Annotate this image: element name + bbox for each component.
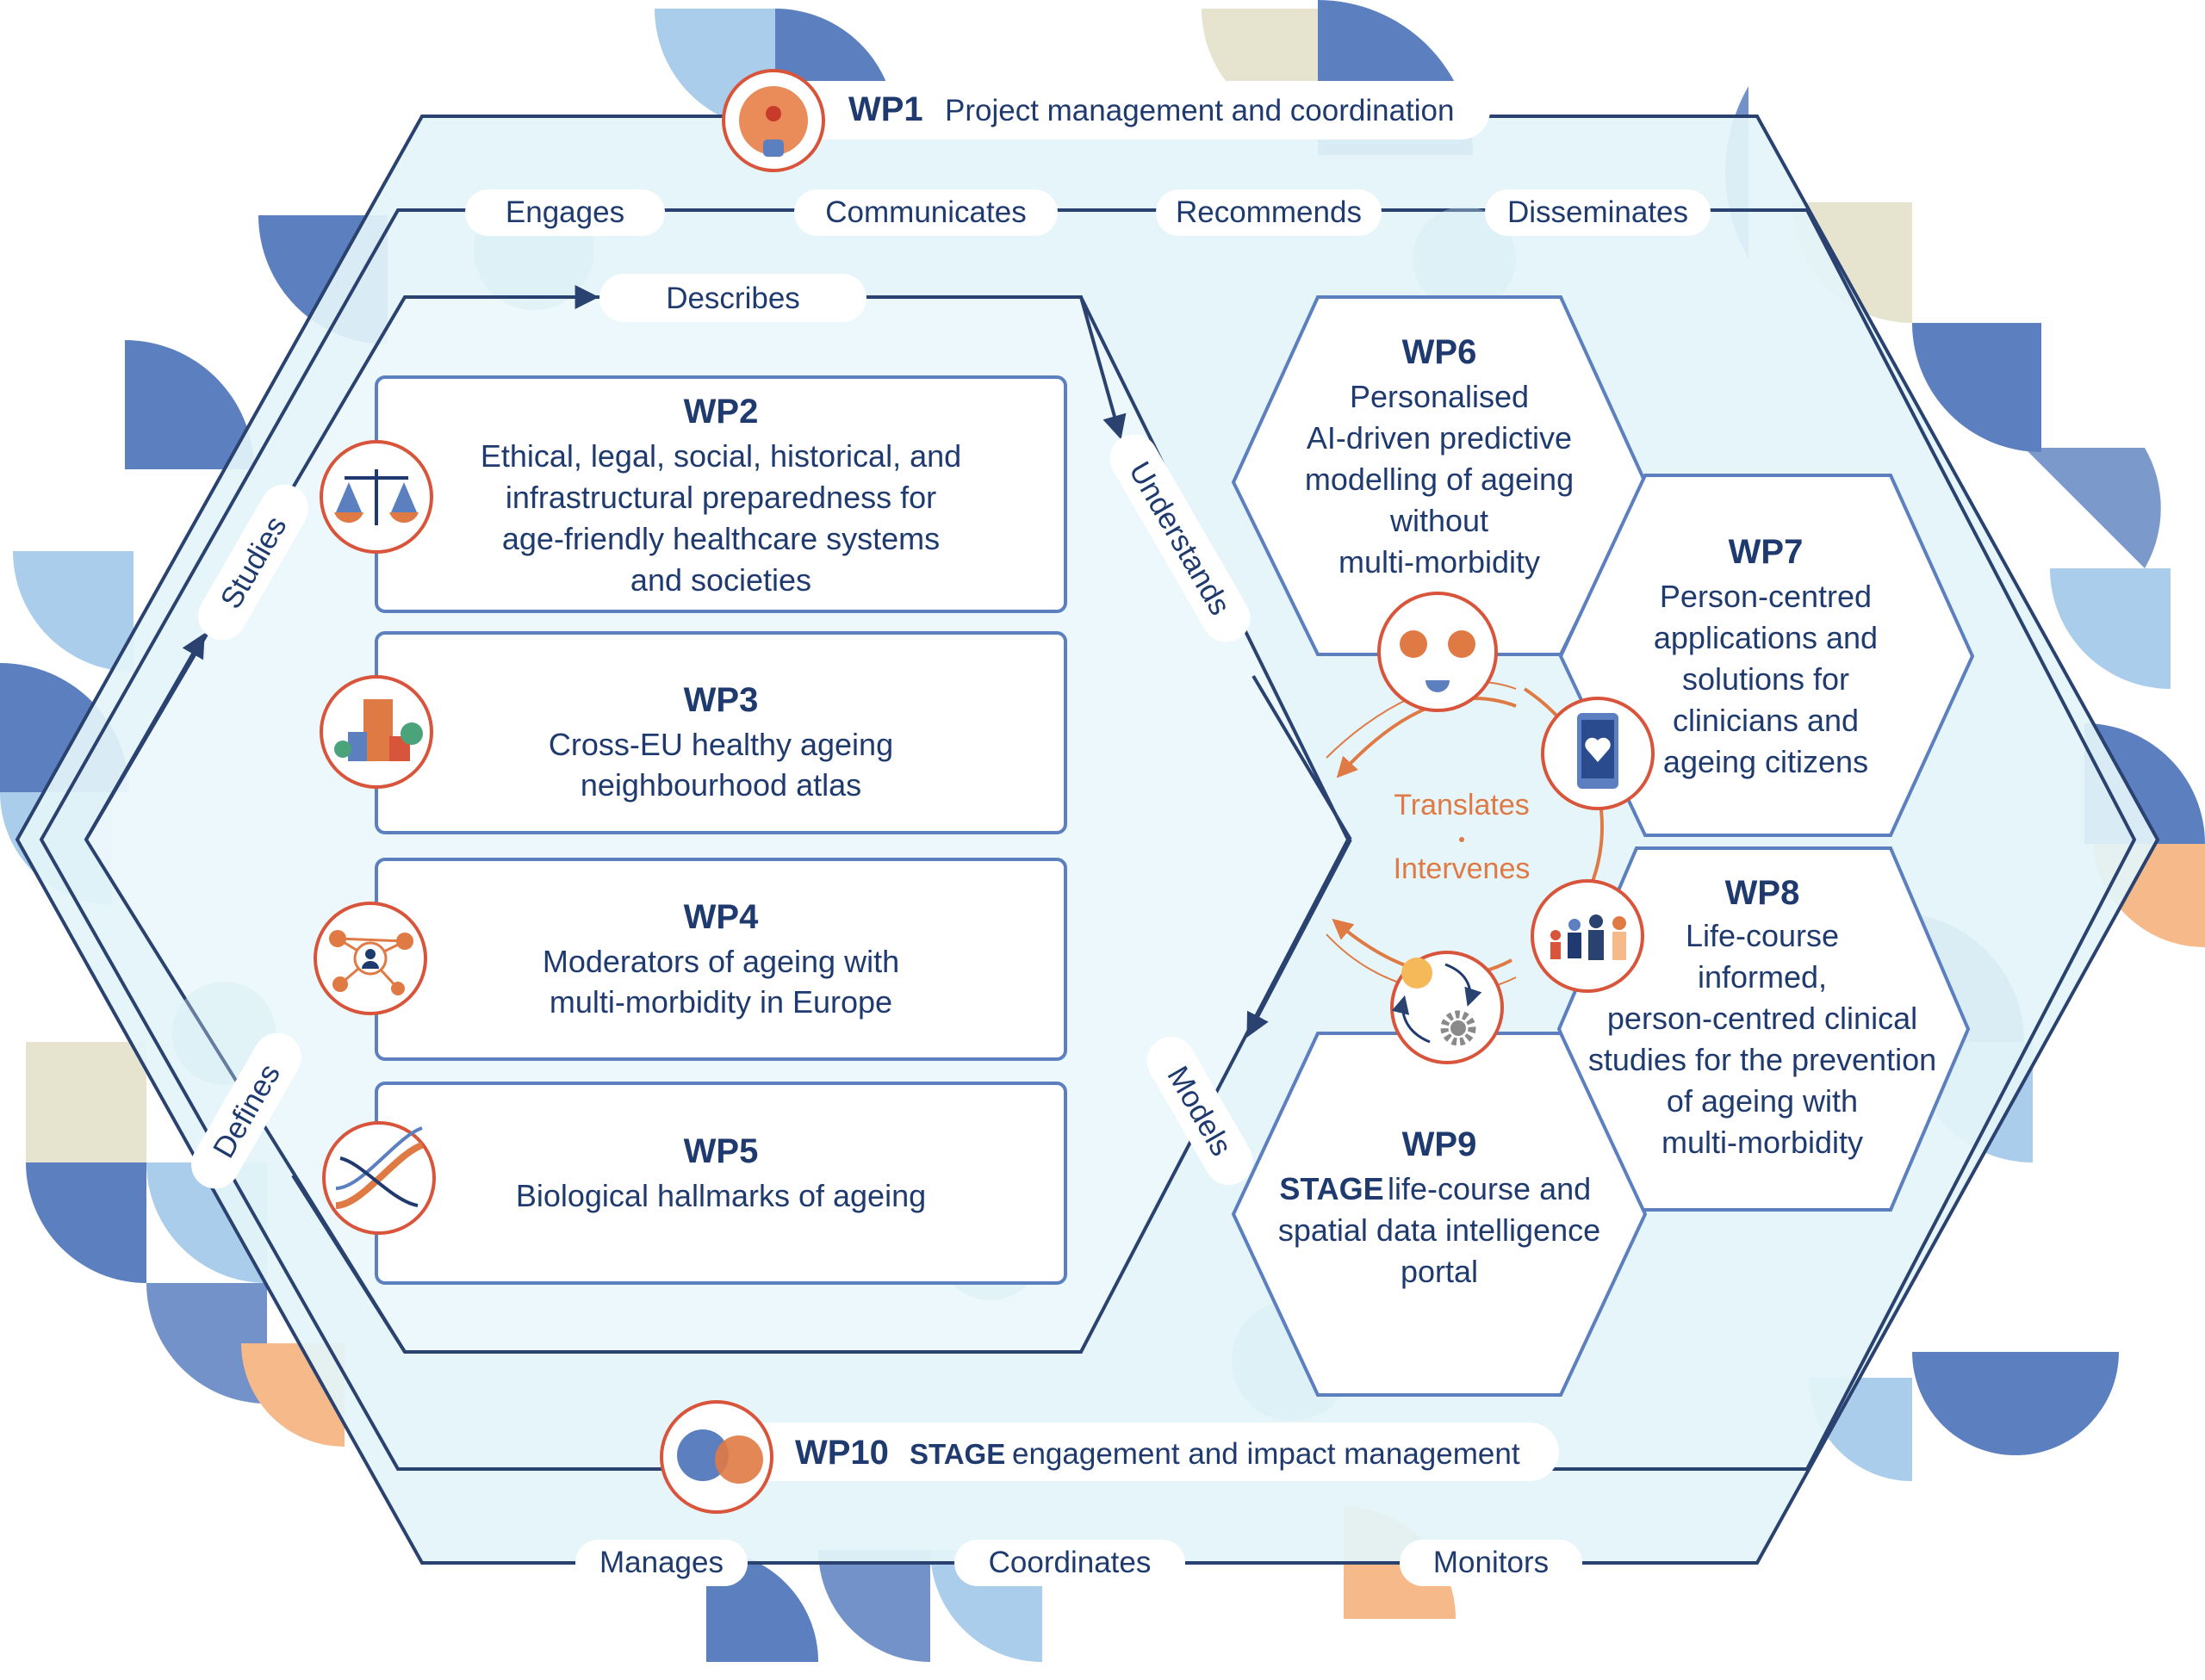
wp7-code: WP7 [1729, 533, 1804, 571]
wp5-box: WP5 Biological hallmarks of ageing [322, 1082, 1067, 1285]
wp2-line-2: infrastructural preparedness for [506, 480, 936, 515]
top-verb-labels: Engages Communicates Recommends Dissemin… [465, 189, 1711, 236]
label-coordinates: Coordinates [989, 1546, 1152, 1579]
wp4-line-1: Moderators of ageing with [543, 944, 899, 979]
label-monitors: Monitors [1433, 1546, 1549, 1579]
face-icon [1377, 592, 1498, 712]
wp10-prefix: STAGE [910, 1438, 1005, 1470]
wp6-line-4: without [1389, 503, 1488, 538]
wp7-line-5: ageing citizens [1663, 744, 1868, 779]
wp4-box: WP4 Moderators of ageing with multi-morb… [314, 858, 1067, 1061]
wp2-code: WP2 [684, 393, 759, 431]
wp3-code: WP3 [684, 681, 759, 719]
wp2-line-1: Ethical, legal, social, historical, and [481, 438, 961, 474]
wp8-code: WP8 [1725, 874, 1800, 912]
wp9-code: WP9 [1402, 1125, 1477, 1163]
bottom-verb-labels: Manages Coordinates Monitors [575, 1540, 1582, 1586]
wp2-line-3: age-friendly healthcare systems [502, 521, 940, 556]
wp6-line-5: multi-morbidity [1339, 544, 1540, 580]
wp7-line-2: applications and [1654, 620, 1878, 655]
wp10-title: engagement and impact management [1012, 1437, 1520, 1471]
wp8-line-1: Life-course [1686, 918, 1839, 953]
speech-bubbles-icon [677, 1429, 729, 1481]
label-communicates: Communicates [825, 195, 1026, 229]
network-icon [314, 902, 427, 1015]
label-intervenes: Intervenes [1394, 852, 1531, 885]
buildings-icon [320, 675, 433, 789]
wp7-line-3: solutions for [1682, 661, 1849, 697]
wp4-line-2: multi-morbidity in Europe [550, 984, 892, 1020]
wp7-hexagon: WP7 Person-centred applications and solu… [1558, 474, 1975, 837]
wp2-line-4: and societies [630, 562, 811, 598]
wp8-line-5: of ageing with [1667, 1083, 1858, 1119]
wp7-line-1: Person-centred [1660, 579, 1872, 614]
label-disseminates: Disseminates [1507, 195, 1688, 229]
idea-gear-icon [1390, 951, 1504, 1064]
wp9-line-1: life-course and [1388, 1171, 1591, 1206]
inner-flow-arrows [84, 285, 1352, 1354]
family-icon [1531, 879, 1644, 993]
wp9-prefix: STAGE [1279, 1171, 1383, 1206]
outer-hexagon-frames [15, 115, 2160, 1565]
wp6-code: WP6 [1402, 333, 1477, 371]
wp1-title: Project management and coordination [945, 94, 1454, 127]
wp3-line-2: neighbourhood atlas [581, 767, 861, 803]
scales-icon [320, 440, 433, 554]
wp9-line-2: spatial data intelligence [1278, 1212, 1600, 1248]
label-recommends: Recommends [1176, 195, 1362, 229]
wp8-line-4: studies for the prevention [1588, 1042, 1936, 1077]
label-manages: Manages [599, 1546, 724, 1579]
label-describes: Describes [666, 282, 800, 315]
wp6-line-3: modelling of ageing [1305, 462, 1574, 497]
wp5-code: WP5 [684, 1132, 759, 1170]
wp9-hexagon: WP9 STAGE life-course and spatial data i… [1231, 1032, 1648, 1397]
wp10-banner: WP10 STAGE engagement and impact managem… [660, 1400, 1559, 1514]
wp6-line-1: Personalised [1350, 379, 1529, 414]
wp3-box: WP3 Cross-EU healthy ageing neighbourhoo… [320, 631, 1067, 834]
wp4-code: WP4 [684, 898, 759, 936]
wp1-banner: WP1 Project management and coordination [722, 69, 1490, 172]
wp1-code: WP1 [848, 90, 923, 128]
phone-heart-icon [1541, 697, 1655, 810]
wp9-line-3: portal [1401, 1254, 1478, 1289]
dna-icon [322, 1121, 436, 1235]
wp8-line-6: multi-morbidity [1662, 1125, 1863, 1160]
label-translates: Translates [1394, 789, 1529, 821]
wp5-line-1: Biological hallmarks of ageing [516, 1178, 926, 1213]
label-engages: Engages [506, 195, 624, 229]
wp8-line-2: informed, [1698, 959, 1827, 995]
wp6-hexagon: WP6 Personalised AI-driven predictive mo… [1231, 295, 1648, 656]
wp8-line-3: person-centred clinical [1607, 1001, 1917, 1036]
wp6-line-2: AI-driven predictive [1307, 420, 1572, 456]
wp7-line-4: clinicians and [1673, 703, 1859, 738]
wp3-line-1: Cross-EU healthy ageing [549, 727, 893, 762]
wp2-box: WP2 Ethical, legal, social, historical, … [320, 375, 1067, 613]
wp8-hexagon: WP8 Life-course informed, person-centred… [1556, 846, 1971, 1212]
wp10-code: WP10 [795, 1434, 889, 1472]
